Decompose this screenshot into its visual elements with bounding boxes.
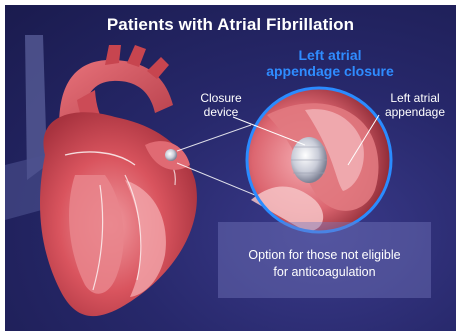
- closure-device-label-line1: Closure: [193, 91, 249, 105]
- heart-body: [40, 112, 197, 316]
- closure-device-label: Closure device: [193, 91, 249, 119]
- closure-device-label-line2: device: [193, 105, 249, 119]
- appendage-label: Left atrial appendage: [375, 91, 455, 119]
- diagram-title: Patients with Atrial Fibrillation: [5, 15, 456, 35]
- caption-text: Option for those not eligible for antico…: [218, 247, 431, 281]
- diagram-frame: Patients with Atrial Fibrillation Left a…: [5, 5, 456, 331]
- inset-title-line1: Left atrial: [245, 47, 415, 63]
- small-closure-device: [165, 149, 177, 161]
- appendage-label-line2: appendage: [375, 105, 455, 119]
- appendage-label-line1: Left atrial: [375, 91, 455, 105]
- inset-title: Left atrial appendage closure: [245, 47, 415, 79]
- appendage-inset: [233, 88, 391, 232]
- caption-line1: Option for those not eligible: [218, 247, 431, 264]
- caption-box: Option for those not eligible for antico…: [218, 222, 431, 298]
- caption-line2: for anticoagulation: [218, 264, 431, 281]
- inset-title-line2: appendage closure: [245, 63, 415, 79]
